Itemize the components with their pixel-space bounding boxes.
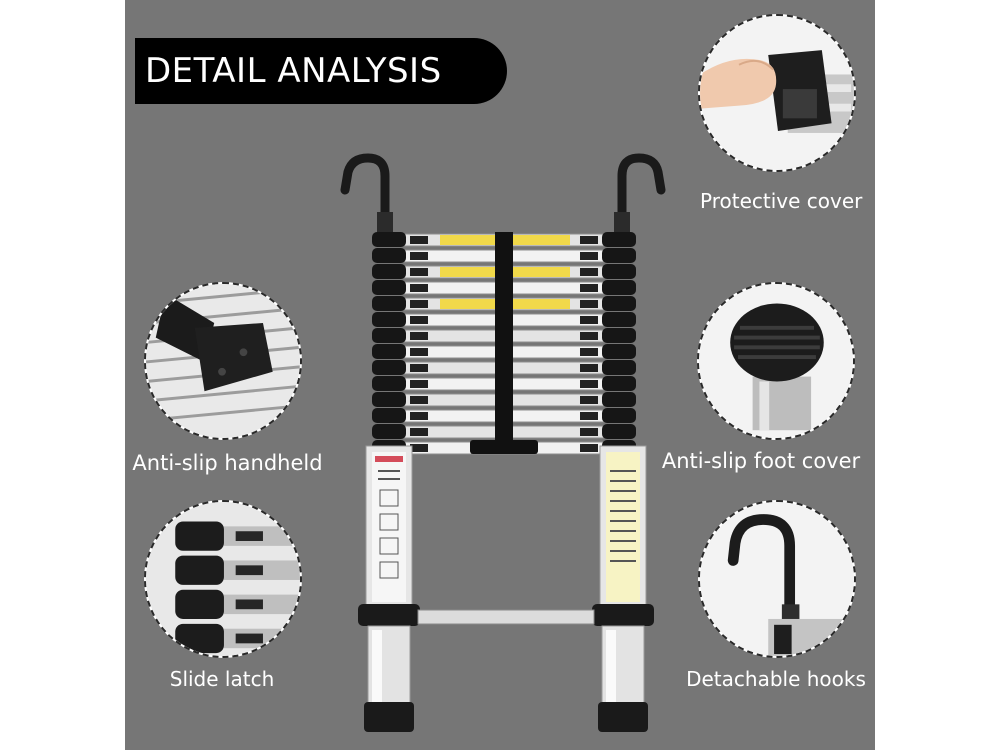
- detachable-hooks-label: Detachable hooks: [686, 667, 866, 691]
- handheld-closeup: [144, 282, 302, 440]
- title-banner: DETAIL ANALYSIS: [135, 38, 507, 104]
- protective-cover-closeup: [698, 14, 856, 172]
- slide-latch-label: Slide latch: [169, 667, 275, 691]
- anti-slip-handheld-label: Anti-slip handheld: [132, 451, 323, 475]
- anti-slip-foot-cover-label: Anti-slip foot cover: [661, 449, 861, 473]
- slide-latch-closeup: [144, 500, 302, 658]
- page-title: DETAIL ANALYSIS: [145, 51, 442, 91]
- hook-closeup: [698, 500, 856, 658]
- protective-cover-label: Protective cover: [700, 189, 863, 213]
- foot-cover-closeup: [697, 282, 855, 440]
